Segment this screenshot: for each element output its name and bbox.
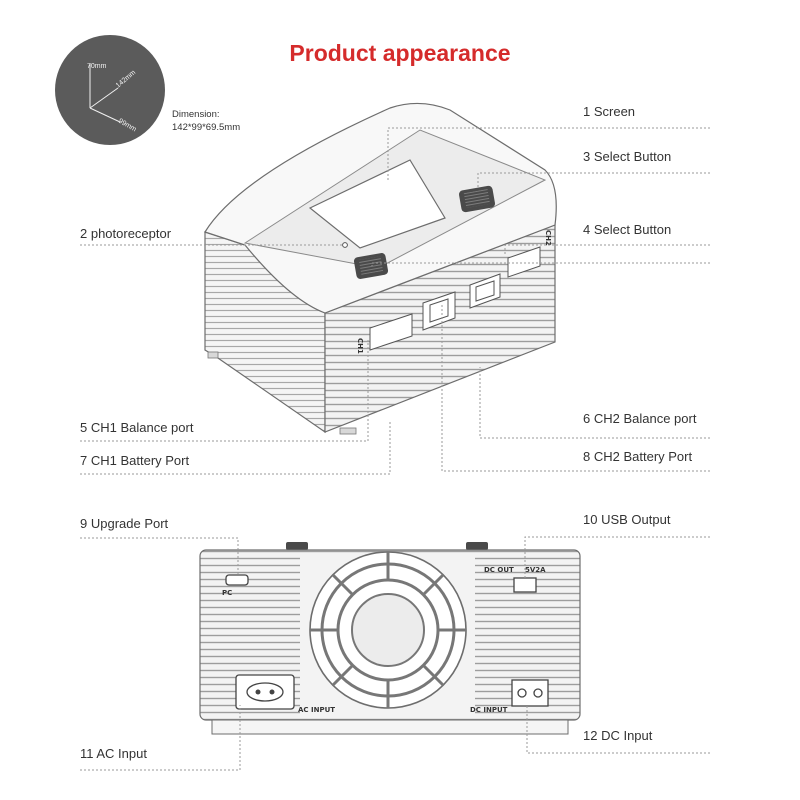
ch2-marking: CH2 [544,230,552,246]
charger-top-view: CH1 CH2 [204,102,557,435]
dc-out-marking: DC OUT [484,566,514,574]
callout-ch1-battery: 7 CH1 Battery Port [80,453,190,468]
dimension-disc: 70mm 142mm 99mm [55,35,165,145]
pc-marking: PC [222,589,232,597]
callout-select-button-3: 3 Select Button [583,149,672,164]
callout-photoreceptor: 2 photoreceptor [80,226,172,241]
dc-input-marking: DC INPUT [470,706,508,714]
callout-upgrade-port: 9 Upgrade Port [80,516,169,531]
callout-select-button-4: 4 Select Button [583,222,672,237]
callout-ac-input: 11 AC Input [80,746,147,761]
callout-ch1-balance: 5 CH1 Balance port [80,420,194,435]
callout-dc-input: 12 DC Input [583,728,653,743]
dimension-label: Dimension: [172,109,220,120]
dimension-value: 142*99*69.5mm [172,122,241,133]
callout-screen: 1 Screen [583,104,636,119]
ch1-marking: CH1 [356,338,364,354]
charger-rear-view: PC DC OUT 5V2A AC INPUT DC INPUT [199,542,581,735]
callout-usb-output: 10 USB Output [583,512,671,527]
dc-out-rating: 5V2A [525,566,546,574]
ac-input-marking: AC INPUT [298,706,335,714]
callout-ch2-balance: 6 CH2 Balance port [583,411,697,426]
callout-ch2-battery: 8 CH2 Battery Port [583,449,693,464]
leader-lines [80,127,710,771]
page-title: Product appearance [289,40,511,66]
height-dimension: 70mm [87,63,107,70]
